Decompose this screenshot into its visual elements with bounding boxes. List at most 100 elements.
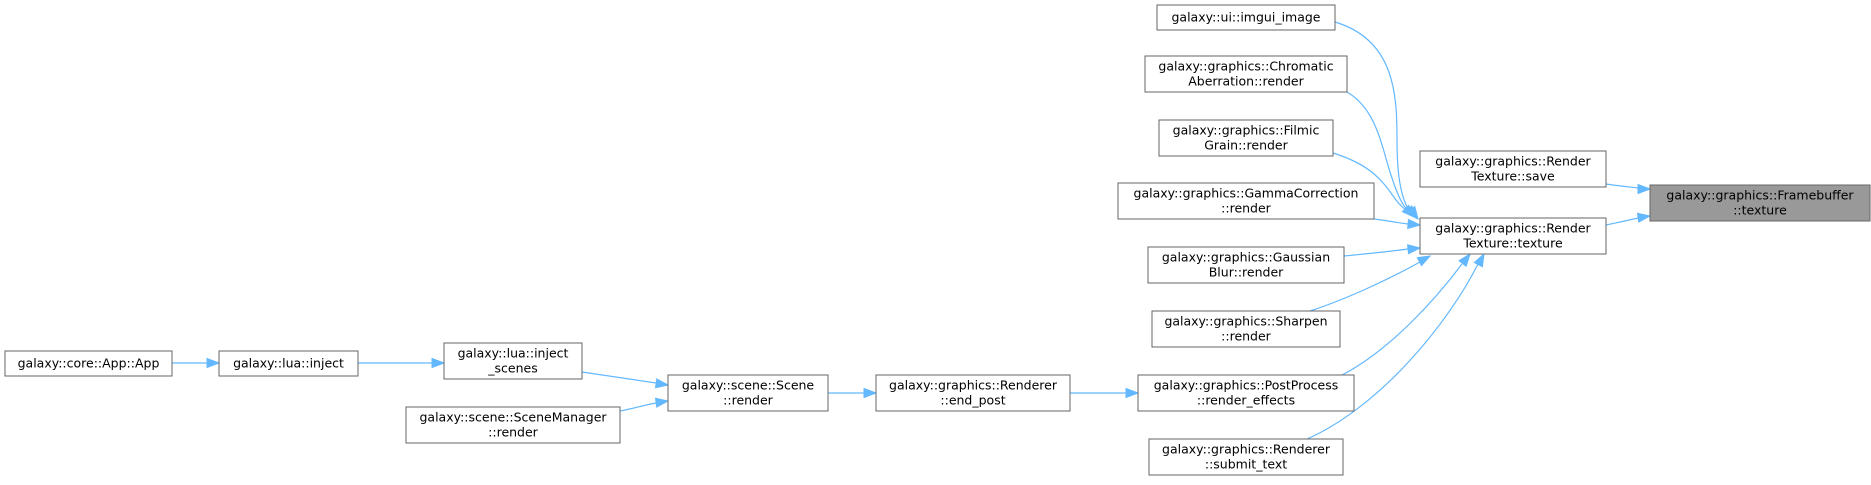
node-label-line: galaxy::lua::inject: [233, 356, 344, 371]
node-label-line: galaxy::graphics::GammaCorrection: [1134, 186, 1359, 201]
edge-line: [1346, 91, 1409, 212]
edges-layer: [171, 21, 1652, 443]
node-label-line: galaxy::lua::inject: [458, 346, 569, 361]
node-label-line: galaxy::core::App::App: [18, 356, 160, 371]
edge-line: [1334, 21, 1411, 213]
node-box[interactable]: [1158, 119, 1334, 157]
node-chromatic[interactable]: galaxy::graphics::ChromaticAberration::r…: [1144, 55, 1348, 93]
edge-line: [1332, 152, 1407, 211]
node-scenemanager[interactable]: galaxy::scene::SceneManager::render: [405, 406, 621, 444]
node-label-line: galaxy::graphics::Framebuffer: [1666, 188, 1854, 203]
node-app[interactable]: galaxy::core::App::App: [4, 350, 173, 377]
edge-scenemanager-to-scene_render: [619, 397, 670, 412]
edge-lua_inject-to-inject_scenes: [357, 357, 446, 369]
arrowhead-icon: [863, 387, 878, 399]
arrowhead-icon: [654, 397, 670, 408]
node-box[interactable]: [1419, 150, 1607, 188]
node-label-line: galaxy::graphics::Gaussian: [1162, 250, 1330, 265]
edge-line: [1341, 263, 1463, 376]
node-label-line: galaxy::graphics::Chromatic: [1158, 59, 1333, 74]
arrowhead-icon: [431, 357, 446, 369]
node-label-line: galaxy::scene::SceneManager: [419, 410, 607, 425]
node-label-line: _scenes: [487, 361, 537, 376]
edge-line: [619, 402, 657, 412]
edge-line: [581, 371, 657, 384]
node-label-line: galaxy::graphics::Render: [1435, 221, 1591, 236]
node-gamma[interactable]: galaxy::graphics::GammaCorrection::rende…: [1117, 182, 1375, 220]
node-label-line: ::submit_text: [1205, 457, 1287, 472]
edge-line: [1299, 263, 1479, 443]
node-label-line: ::render: [1221, 201, 1272, 216]
arrowhead-icon: [654, 378, 670, 389]
arrowhead-icon: [1407, 244, 1422, 255]
edge-line: [1605, 217, 1639, 226]
node-box[interactable]: [218, 350, 359, 377]
edge-line: [1343, 248, 1409, 257]
edge-rt_save-to-fb_texture: [1605, 183, 1652, 195]
node-imgui-image[interactable]: galaxy::ui::imgui_image: [1156, 4, 1336, 31]
arrowhead-icon: [1637, 183, 1652, 195]
node-box[interactable]: [1156, 4, 1336, 31]
arrowhead-icon: [1636, 212, 1652, 223]
node-inject-scenes[interactable]: galaxy::lua::inject_scenes: [443, 342, 583, 380]
node-box[interactable]: [405, 406, 621, 444]
node-box[interactable]: [4, 350, 173, 377]
node-label-line: galaxy::graphics::Render: [1435, 154, 1591, 169]
node-box[interactable]: [667, 374, 829, 412]
edge-scene_render-to-end_post: [828, 387, 878, 399]
node-fb-texture[interactable]: galaxy::graphics::Framebuffer::texture: [1649, 184, 1871, 222]
edge-sharpen-to-rt_texture: [1309, 255, 1432, 312]
node-label-line: Grain::render: [1204, 138, 1288, 153]
node-box[interactable]: [1649, 184, 1871, 222]
node-label-line: galaxy::ui::imgui_image: [1171, 10, 1320, 25]
node-sharpen[interactable]: galaxy::graphics::Sharpen::render: [1151, 310, 1341, 348]
edge-postprocess-to-rt_texture: [1341, 252, 1471, 376]
node-scene-render[interactable]: galaxy::scene::Scene::render: [667, 374, 829, 412]
node-label-line: galaxy::scene::Scene: [682, 378, 815, 393]
edge-end_post-to-postprocess: [1070, 387, 1140, 399]
arrowhead-icon: [1401, 204, 1416, 219]
node-label-line: ::render_effects: [1197, 393, 1295, 408]
node-submit-text[interactable]: galaxy::graphics::Renderer::submit_text: [1148, 438, 1344, 476]
node-box[interactable]: [1151, 310, 1341, 348]
node-label-line: ::render: [1221, 329, 1272, 344]
node-label-line: galaxy::graphics::PostProcess: [1154, 378, 1338, 393]
node-label-line: galaxy::graphics::Filmic: [1173, 123, 1320, 138]
node-label-line: ::render: [488, 425, 539, 440]
node-box[interactable]: [1144, 55, 1348, 93]
node-box[interactable]: [1147, 246, 1345, 284]
node-label-line: ::render: [723, 393, 774, 408]
node-label-line: galaxy::graphics::Renderer: [889, 378, 1058, 393]
edge-line: [1309, 261, 1421, 312]
arrowhead-icon: [1125, 387, 1140, 399]
node-box[interactable]: [1117, 182, 1375, 220]
nodes-layer: galaxy::graphics::Framebuffer::texturega…: [4, 4, 1871, 476]
node-postprocess[interactable]: galaxy::graphics::PostProcess::render_ef…: [1137, 374, 1355, 412]
edge-submit_text-to-rt_texture: [1299, 252, 1485, 443]
edge-inject_scenes-to-scene_render: [581, 371, 670, 389]
node-end-post[interactable]: galaxy::graphics::Renderer::end_post: [875, 374, 1071, 412]
node-lua-inject[interactable]: galaxy::lua::inject: [218, 350, 359, 377]
arrowhead-icon: [1416, 255, 1432, 267]
node-label-line: galaxy::graphics::Renderer: [1162, 442, 1331, 457]
node-label-line: Texture::save: [1470, 169, 1555, 184]
edge-line: [1373, 218, 1409, 225]
arrowhead-icon: [1407, 218, 1422, 230]
node-label-line: Blur::render: [1209, 265, 1284, 280]
node-box[interactable]: [875, 374, 1071, 412]
node-box[interactable]: [1148, 438, 1344, 476]
arrowhead-icon: [206, 357, 221, 369]
node-label-line: galaxy::graphics::Sharpen: [1164, 314, 1327, 329]
node-box[interactable]: [1419, 217, 1607, 255]
node-label-line: ::end_post: [940, 393, 1005, 408]
edge-line: [1605, 183, 1639, 189]
node-box[interactable]: [1137, 374, 1355, 412]
node-box[interactable]: [443, 342, 583, 380]
node-label-line: Aberration::render: [1188, 74, 1304, 89]
edge-rt_texture-to-fb_texture: [1605, 212, 1652, 226]
